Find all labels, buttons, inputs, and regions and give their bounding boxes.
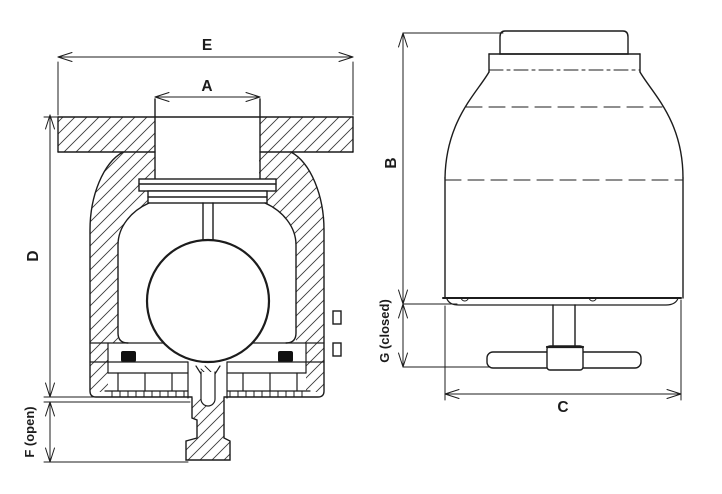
dimension-a	[154, 92, 261, 102]
stem-gland	[187, 361, 228, 407]
bottom-plate	[442, 297, 682, 306]
body-cavity	[117, 202, 297, 344]
dim-label-c: C	[557, 399, 568, 416]
lower-stem	[185, 397, 231, 461]
dimension-b	[398, 32, 504, 305]
dim-label-e: E	[202, 37, 212, 54]
dim-label-b: B	[383, 157, 400, 168]
dim-label-f-open: F (open)	[22, 406, 37, 457]
dimension-d	[43, 114, 104, 398]
dimension-c	[444, 299, 682, 401]
handle-hub	[546, 345, 584, 371]
upper-stem	[202, 202, 214, 243]
dim-label-g-closed: G (closed)	[377, 299, 392, 363]
flange-plate	[57, 116, 354, 153]
dimension-f-open	[43, 401, 191, 463]
front-section-view	[43, 52, 354, 463]
section-hatching	[58, 117, 353, 460]
clamp-ferrule	[138, 178, 277, 204]
seat-and-base	[89, 342, 325, 398]
dim-label-d: D	[25, 250, 42, 261]
stem-and-handle	[486, 304, 642, 371]
collar-band	[488, 53, 641, 73]
seal-left	[121, 351, 136, 362]
side-elevation-view	[398, 30, 684, 401]
top-cap	[499, 30, 629, 55]
dim-label-a: A	[201, 78, 212, 95]
seal-right	[278, 351, 293, 362]
ball-element	[145, 238, 271, 364]
bonnet-neck	[154, 98, 261, 180]
body-profile	[444, 71, 684, 299]
dimension-g-closed	[398, 303, 490, 368]
dimension-e	[57, 52, 354, 116]
